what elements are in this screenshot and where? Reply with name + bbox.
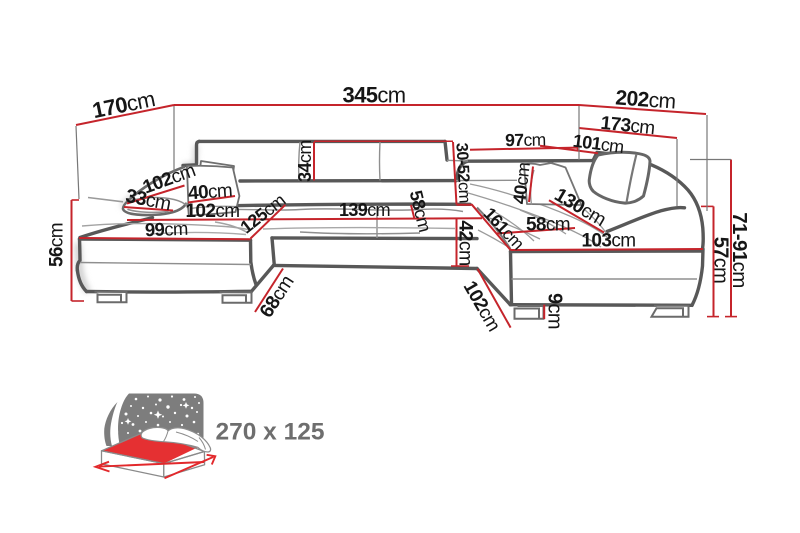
svg-text:34cm: 34cm <box>295 140 315 182</box>
svg-text:97cm: 97cm <box>505 129 546 150</box>
svg-text:71-91cm: 71-91cm <box>728 212 751 288</box>
svg-text:57cm: 57cm <box>710 237 732 284</box>
svg-text:40cm: 40cm <box>187 180 232 204</box>
svg-text:139cm: 139cm <box>339 200 390 220</box>
svg-text:58cm: 58cm <box>526 214 570 235</box>
svg-text:56cm: 56cm <box>47 223 68 267</box>
svg-text:99cm: 99cm <box>144 218 188 240</box>
svg-text:40cm: 40cm <box>509 162 534 206</box>
svg-text:101cm: 101cm <box>572 131 625 157</box>
svg-text:9cm: 9cm <box>544 293 566 329</box>
svg-text:42cm: 42cm <box>455 220 477 265</box>
svg-text:103cm: 103cm <box>581 230 635 251</box>
svg-text:173cm: 173cm <box>600 113 656 139</box>
svg-text:102cm: 102cm <box>185 201 239 222</box>
svg-text:270 x 125: 270 x 125 <box>216 419 325 446</box>
svg-text:170cm: 170cm <box>90 86 157 123</box>
svg-text:30-52cm: 30-52cm <box>452 142 473 203</box>
svg-text:33cm: 33cm <box>124 185 173 215</box>
svg-text:345cm: 345cm <box>342 83 405 108</box>
svg-text:202cm: 202cm <box>615 86 677 113</box>
